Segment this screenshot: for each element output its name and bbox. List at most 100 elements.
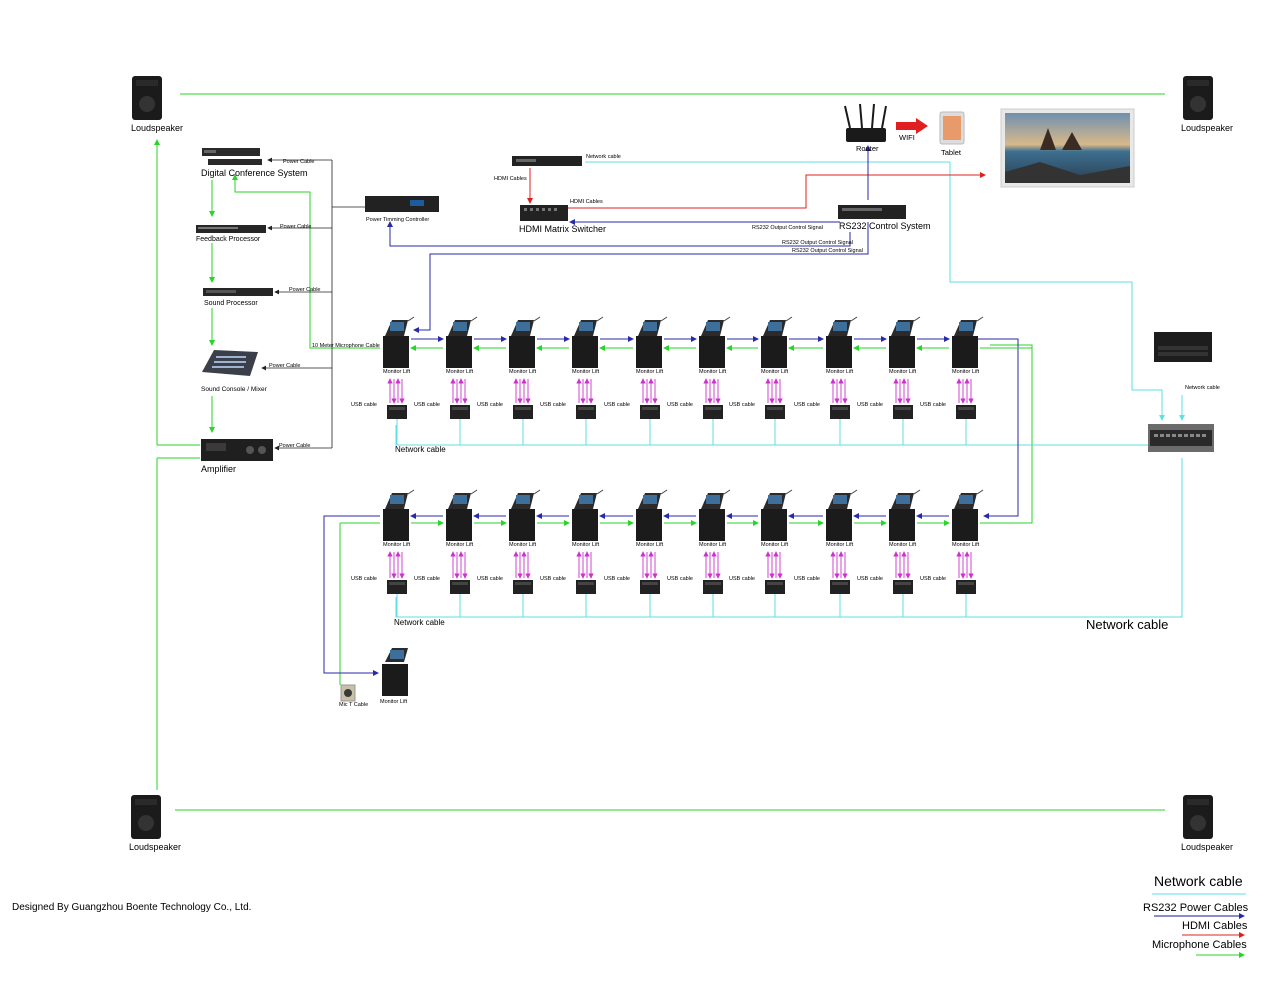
monitor-lift-label: Monitor Lift [572,369,600,375]
amplifier-unit [201,439,273,461]
mic-t-unit [340,684,356,702]
wifi-label: WIFI [899,133,915,142]
usb-cable-label: USB cable [540,576,566,582]
mic-t-label: Mic T Cable [339,702,368,708]
monitor-lift-label: Monitor Lift [383,542,411,548]
legend: Network cable RS232 Power Cables HDMI Ca… [1143,873,1249,958]
router-unit [844,103,887,142]
usb-cable-label: USB cable [729,576,755,582]
monitor-lift-label: Monitor Lift [572,542,600,548]
rs232-signal-label-2: RS232 Output Control Signal [782,240,853,246]
legend-item-rs232: RS232 Power Cables [1143,902,1249,914]
usb-cable-label: USB cable [857,402,883,408]
network-cable-label-top: Network cable [586,154,621,160]
usb-cable-label: USB cable [794,576,820,582]
hdmi-switcher-label: HDMI Matrix Switcher [519,224,606,234]
network-switch-unit [1148,424,1214,452]
loudspeaker-bottom-left [131,795,161,839]
monitor-lift-label: Monitor Lift [952,542,980,548]
hdmi-cable-label-1: HDMI Cables [494,176,527,182]
usb-cable-label: USB cable [920,402,946,408]
console-unit [202,350,258,376]
monitor-lift-label: Monitor Lift [699,369,727,375]
monitor-lift-label: Monitor Lift [889,542,917,548]
legend-item-hdmi: HDMI Cables [1182,920,1248,932]
usb-cable-label: USB cable [794,402,820,408]
mic-cable-10m-label: 10 Meter Microphone Cable [312,343,380,349]
monitor-lift-label: Monitor Lift [383,369,411,375]
usb-cable-label: USB cable [351,576,377,582]
monitor-lift-label: Monitor Lift [761,369,789,375]
loudspeaker-label-br: Loudspeaker [1181,842,1233,852]
power-cable-label-5: Power Cable [279,443,311,449]
legend-item-mic: Microphone Cables [1152,939,1247,951]
monitor-lift-label: Monitor Lift [952,369,980,375]
microphone-cables [154,93,1165,811]
power-cable-label-3: Power Cable [289,287,321,293]
dcs-label: Digital Conference System [201,168,308,178]
usb-cable-label: USB cable [414,402,440,408]
monitor-lift-label: Monitor Lift [826,542,854,548]
wifi-arrow [896,118,928,134]
usb-cable-label: USB cable [920,576,946,582]
loudspeaker-label-tr: Loudspeaker [1181,123,1233,133]
monitor-lift-label: Monitor Lift [509,369,537,375]
power-timer-label: Power Timming Controller [366,217,429,223]
usb-cable-label: USB cable [604,576,630,582]
monitor-lift-label: Monitor Lift [636,542,664,548]
monitor-lift-label: Monitor Lift [446,542,474,548]
monitor-lift-label: Monitor Lift [509,542,537,548]
tablet-label: Tablet [941,148,962,157]
labels: Loudspeaker Loudspeaker Loudspeaker Loud… [12,123,1233,913]
monitor-lift-label: Monitor Lift [446,369,474,375]
power-cable-label-2: Power Cable [280,224,312,230]
usb-cable-label: USB cable [604,402,630,408]
network-cable-label-row2: Network cable [394,618,445,627]
hdmi-cable-label-2: HDMI Cables [570,199,603,205]
feedback-unit [196,225,266,233]
single-monitor-lift-label: Monitor Lift [380,699,408,705]
monitor-lift-label: Monitor Lift [699,542,727,548]
sound-processor-label: Sound Processor [204,300,258,307]
single-monitor-lift [382,648,408,696]
power-cable-label-1: Power Cable [283,159,315,165]
hdmi-source-unit [512,156,582,166]
monitor-lift-label: Monitor Lift [761,542,789,548]
legend-title: Network cable [1154,873,1243,889]
usb-cable-label: USB cable [351,402,377,408]
loudspeaker-top-left [132,76,162,120]
rs232-unit [838,205,906,219]
rs232-signal-label-3: RS232 Output Control Signal [792,248,863,254]
usb-cable-label: USB cable [477,576,503,582]
rs232-cables [323,145,1019,676]
loudspeaker-label-tl: Loudspeaker [131,123,183,133]
rs232-label: RS232 Control System [839,221,931,231]
tablet-unit [939,111,965,145]
usb-cable-label: USB cable [857,576,883,582]
sound-processor-unit [203,288,273,296]
usb-cable-label: USB cable [667,576,693,582]
monitor-lift-label: Monitor Lift [636,369,664,375]
amplifier-label: Amplifier [201,464,236,474]
rs232-signal-label-1: RS232 Output Control Signal [752,225,823,231]
loudspeaker-bottom-right [1183,795,1213,839]
usb-cable-label: USB cable [729,402,755,408]
usb-cable-label: USB cable [477,402,503,408]
monitor-lift-label: Monitor Lift [826,369,854,375]
network-cable-label-server: Network cable [1185,385,1220,391]
